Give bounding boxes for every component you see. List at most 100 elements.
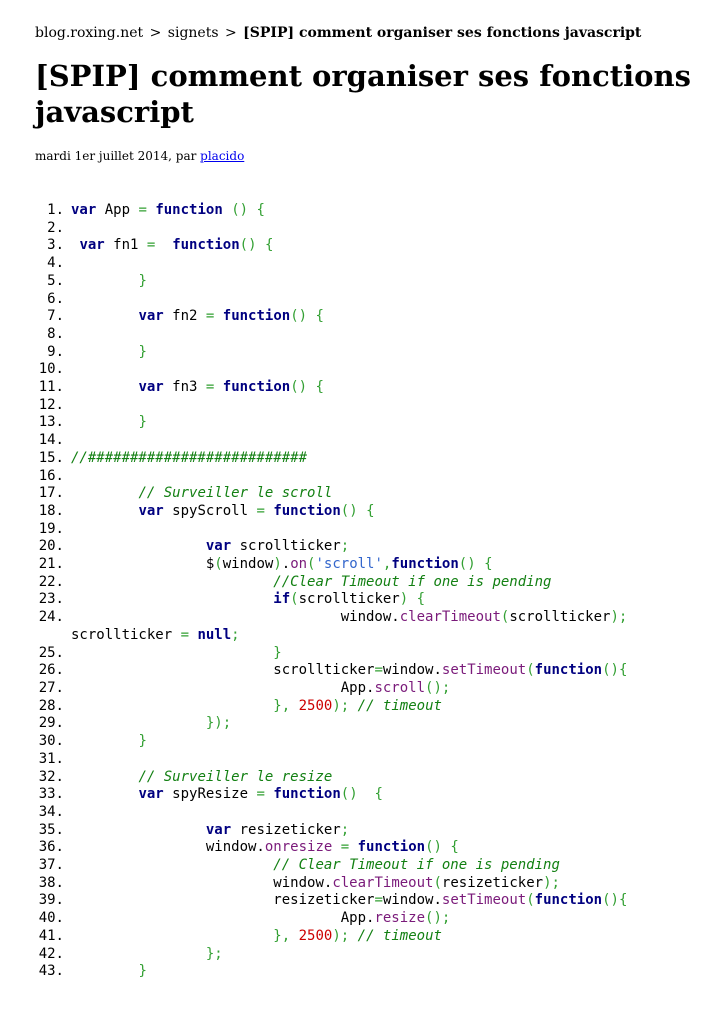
line-number: 20. (38, 538, 64, 555)
line-number: 41. (38, 927, 64, 944)
code-line: 21. $(window).on('scroll',function() { (36, 556, 691, 574)
code-line: 6. ​ (36, 291, 691, 309)
code-line: 5. } (36, 273, 691, 291)
code-line-text: resizeticker=window.setTimeout(function(… (71, 892, 628, 909)
line-number: 42. (38, 945, 64, 962)
line-number: 25. (38, 644, 64, 661)
line-number: 38. (38, 874, 64, 891)
line-number: 16. (38, 467, 64, 484)
code-line-text: var resizeticker; (205, 821, 350, 838)
code-line: 43. } (36, 963, 691, 981)
code-line: 20. var scrollticker; (36, 538, 691, 556)
code-line-text: var spyResize = function() { (138, 786, 383, 803)
code-line: 12.​ (36, 397, 691, 415)
breadcrumb-separator: > (224, 25, 237, 41)
code-line: 22. //Clear Timeout if one is pending (36, 574, 691, 592)
code-line: 26. scrollticker=window.setTimeout(funct… (36, 662, 691, 680)
code-line-text: ​ (71, 804, 691, 822)
code-block: 1.var App = function () {2.​3. var fn1 =… (36, 202, 691, 981)
byline-date: mardi 1er juillet 2014, par (35, 149, 201, 163)
code-line-text: } (138, 343, 147, 360)
code-line-text: App.resize(); (71, 910, 451, 927)
line-number: 19. (38, 520, 64, 537)
code-line-text: var scrollticker; (205, 538, 350, 555)
line-number: 1. (47, 202, 64, 218)
code-line-text: ​ (71, 220, 691, 238)
code-line-text: // Surveiller le scroll (138, 485, 333, 502)
code-line: 11. var fn3 = function() { (36, 379, 691, 397)
line-number: 6. (47, 290, 64, 307)
breadcrumb-site-link[interactable]: blog.roxing.net (35, 25, 144, 41)
code-line: 3. var fn1 = function() { (36, 237, 691, 255)
code-line: 28. }, 2500); // timeout (36, 698, 691, 716)
line-number: 9. (47, 343, 64, 360)
code-line-text: ​ (71, 468, 691, 486)
code-line: 10.​ (36, 361, 691, 379)
code-line-text: ​ (71, 255, 691, 273)
author-link[interactable]: placido (200, 149, 245, 163)
line-number: 28. (38, 697, 64, 714)
code-line: 31.​ (36, 751, 691, 769)
line-number: 36. (38, 839, 64, 856)
code-line-text: // Surveiller le resize (138, 768, 333, 785)
code-line-text: scrollticker=window.setTimeout(function(… (71, 662, 628, 679)
code-line-text: ​ (71, 291, 691, 309)
code-line: 2. ​ (36, 220, 691, 238)
code-line: 25. } (36, 645, 691, 663)
code-line-text: //Clear Timeout if one is pending (273, 573, 552, 590)
line-number: 24. (38, 609, 64, 626)
code-line: 41. }, 2500); // timeout (36, 928, 691, 946)
line-number: 18. (38, 502, 64, 519)
line-number: 11. (38, 379, 64, 396)
code-line: 35. var resizeticker; (36, 822, 691, 840)
code-line-text: var fn3 = function() { (138, 379, 324, 396)
code-line-text: } (138, 272, 147, 289)
code-line: 17. // Surveiller le scroll (36, 485, 691, 503)
line-number: 37. (38, 857, 64, 874)
code-line-text: var fn2 = function() { (138, 308, 324, 325)
line-number: 27. (38, 679, 64, 696)
code-line: 8. ​ (36, 326, 691, 344)
code-line: 23. if(scrollticker) { (36, 591, 691, 609)
line-number: 39. (38, 892, 64, 909)
code-line-text: // Clear Timeout if one is pending (273, 857, 560, 874)
code-line: 39. resizeticker=window.setTimeout(funct… (36, 892, 691, 910)
code-line: 37. // Clear Timeout if one is pending (36, 857, 691, 875)
line-number: 31. (38, 750, 64, 767)
line-number: 21. (38, 556, 64, 573)
line-number: 2. (47, 219, 64, 236)
code-line-text: }; (205, 945, 223, 962)
line-number: 40. (38, 910, 64, 927)
line-number: 35. (38, 821, 64, 838)
code-line-text: ​ (71, 326, 691, 344)
line-number: 43. (38, 963, 64, 980)
code-line-text: var fn1 = function() { (79, 237, 274, 254)
code-line-text: } (138, 414, 147, 431)
line-number: 30. (38, 733, 64, 750)
line-number: 8. (47, 325, 64, 342)
line-number: 26. (38, 662, 64, 679)
code-line: 40. App.resize(); (36, 910, 691, 928)
code-line: 30. } (36, 733, 691, 751)
code-line-text: } (273, 644, 282, 661)
code-line-text: $(window).on('scroll',function() { (71, 556, 493, 573)
code-line: 24. window.clearTimeout(scrollticker); s… (36, 609, 691, 644)
code-line-text: }, 2500); // timeout (273, 927, 442, 944)
code-line-text: //########################## (71, 449, 308, 466)
code-line-text: }); (205, 715, 232, 732)
breadcrumb-separator: > (149, 25, 162, 41)
line-number: 29. (38, 715, 64, 732)
line-number: 32. (38, 768, 64, 785)
code-line-text: } (138, 733, 147, 750)
code-line-text: if(scrollticker) { (273, 591, 426, 608)
line-number: 17. (38, 485, 64, 502)
code-line-text: ​ (71, 361, 691, 379)
line-number: 7. (47, 308, 64, 325)
line-number: 13. (38, 414, 64, 431)
breadcrumb: blog.roxing.net > signets > [SPIP] comme… (35, 25, 641, 41)
code-line-text: window.onresize = function() { (71, 839, 459, 856)
line-number: 15. (38, 449, 64, 466)
breadcrumb-section-link[interactable]: signets (167, 25, 219, 41)
code-line: 14.​ (36, 432, 691, 450)
code-line-text: ​ (71, 521, 691, 539)
